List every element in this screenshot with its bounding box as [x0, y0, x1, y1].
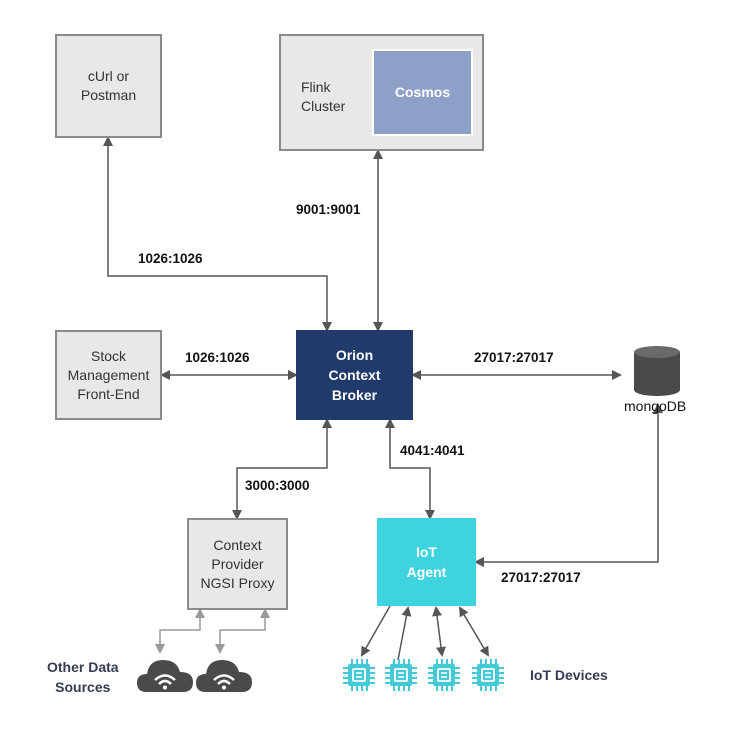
- cosmos-label: Cosmos: [394, 84, 451, 100]
- chip-icon: [343, 659, 375, 691]
- context-provider-proxy-box: Context Provider NGSI Proxy: [187, 518, 288, 610]
- iot-agent-box: IoT Agent: [377, 518, 476, 606]
- mongo-port-label: 27017:27017: [474, 350, 554, 365]
- iot-agent-label: IoT Agent: [406, 544, 447, 580]
- proxy-cloud-1-line: [155, 608, 205, 654]
- agent-mongo-port-label: 27017:27017: [501, 570, 581, 585]
- orion-context-broker-label: Orion Context Broker: [328, 347, 381, 403]
- context-provider-proxy-label: Context Provider NGSI Proxy: [200, 536, 275, 591]
- stock-management-box: Stock Management Front-End: [55, 330, 162, 420]
- agent-device-2-line: [397, 606, 412, 661]
- flink-cluster-box: Flink Cluster Cosmos: [279, 34, 484, 151]
- curl-port-label: 1026:1026: [138, 251, 203, 266]
- other-data-sources-label: Other Data Sources: [47, 659, 119, 695]
- flink-cluster-label: Flink Cluster: [301, 79, 346, 114]
- stock-management-label: Stock Management Front-End: [67, 347, 150, 402]
- agent-device-1-line: [361, 605, 391, 657]
- proxy-port-label: 3000:3000: [245, 478, 310, 493]
- cosmos-box: Cosmos: [372, 49, 473, 136]
- orion-proxy-line: [232, 418, 332, 520]
- proxy-cloud-2-line: [215, 608, 270, 654]
- orion-agent-line: [385, 418, 435, 520]
- agent-device-4-line: [458, 606, 490, 657]
- mongodb-label: mongoDB: [624, 398, 687, 414]
- chip-icon: [472, 659, 504, 691]
- iot-devices-label: IoT Devices: [530, 667, 608, 683]
- flink-port-label: 9001:9001: [296, 202, 361, 217]
- stock-port-label: 1026:1026: [185, 350, 250, 365]
- iot-port-label: 4041:4041: [400, 443, 465, 458]
- chip-icon: [428, 659, 460, 691]
- orion-context-broker-box: Orion Context Broker: [296, 330, 413, 420]
- curl-postman-label: cUrl or Postman: [80, 68, 137, 103]
- database-icon: [634, 346, 680, 396]
- cloud-wifi-icon: [196, 660, 252, 692]
- cloud-wifi-icon: [137, 660, 193, 692]
- curl-orion-line: [103, 136, 332, 332]
- agent-mongo-line: [474, 403, 663, 567]
- agent-device-3-line: [432, 606, 446, 657]
- curl-postman-box: cUrl or Postman: [55, 34, 162, 138]
- chip-icon: [385, 659, 417, 691]
